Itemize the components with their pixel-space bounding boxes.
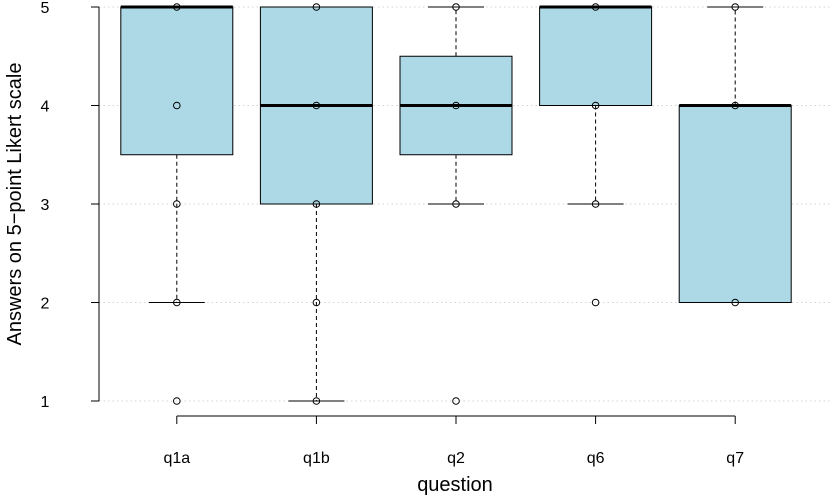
data-point-q1a-4 xyxy=(173,101,181,110)
data-point-q6-4 xyxy=(591,101,600,110)
data-point-q1a-5 xyxy=(173,3,181,11)
data-point-q1a-3 xyxy=(173,200,181,208)
y-tick-label-4: 4 xyxy=(41,99,50,116)
data-point-q2-4 xyxy=(452,101,460,110)
x-tick-label-q7: q7 xyxy=(726,450,744,467)
data-point-q2-3 xyxy=(452,200,460,208)
data-point-q1a-2 xyxy=(173,298,181,307)
data-point-q6-2 xyxy=(591,298,600,307)
x-tick-label-q6: q6 xyxy=(587,450,605,467)
data-point-q1b-3 xyxy=(312,200,321,208)
y-tick-label-5: 5 xyxy=(41,0,50,17)
y-tick-label-1: 1 xyxy=(41,394,50,411)
axes: 1 2 3 4 5 q1a q1b q2 q6 q7 xyxy=(41,0,745,467)
data-point-q1a-1 xyxy=(173,397,181,405)
y-tick-label-2: 2 xyxy=(41,296,50,313)
data-points xyxy=(173,3,740,405)
data-point-q2-1 xyxy=(452,397,460,405)
data-point-q1b-1 xyxy=(312,397,321,405)
data-point-q7-4 xyxy=(731,101,740,110)
boxes xyxy=(120,5,792,402)
x-axis-title: question xyxy=(417,474,493,496)
box-q7 xyxy=(678,105,792,303)
data-point-q6-5 xyxy=(591,3,600,11)
x-tick-label-q1b: q1b xyxy=(303,450,330,467)
y-axis-title: Answers on 5−point Likert scale xyxy=(4,63,26,346)
y-tick-label-3: 3 xyxy=(41,197,50,214)
box-q1a xyxy=(120,6,234,156)
x-tick-label-q2: q2 xyxy=(447,450,465,467)
data-point-q7-2 xyxy=(731,298,740,307)
x-tick-label-q1a: q1a xyxy=(163,450,190,467)
box-q6 xyxy=(539,6,653,106)
data-point-q6-3 xyxy=(591,200,600,208)
data-point-q7-5 xyxy=(731,3,740,11)
data-point-q1b-5 xyxy=(312,3,321,11)
data-point-q1b-2 xyxy=(312,298,321,307)
data-point-q1b-4 xyxy=(312,101,321,110)
data-point-q2-5 xyxy=(452,3,460,11)
